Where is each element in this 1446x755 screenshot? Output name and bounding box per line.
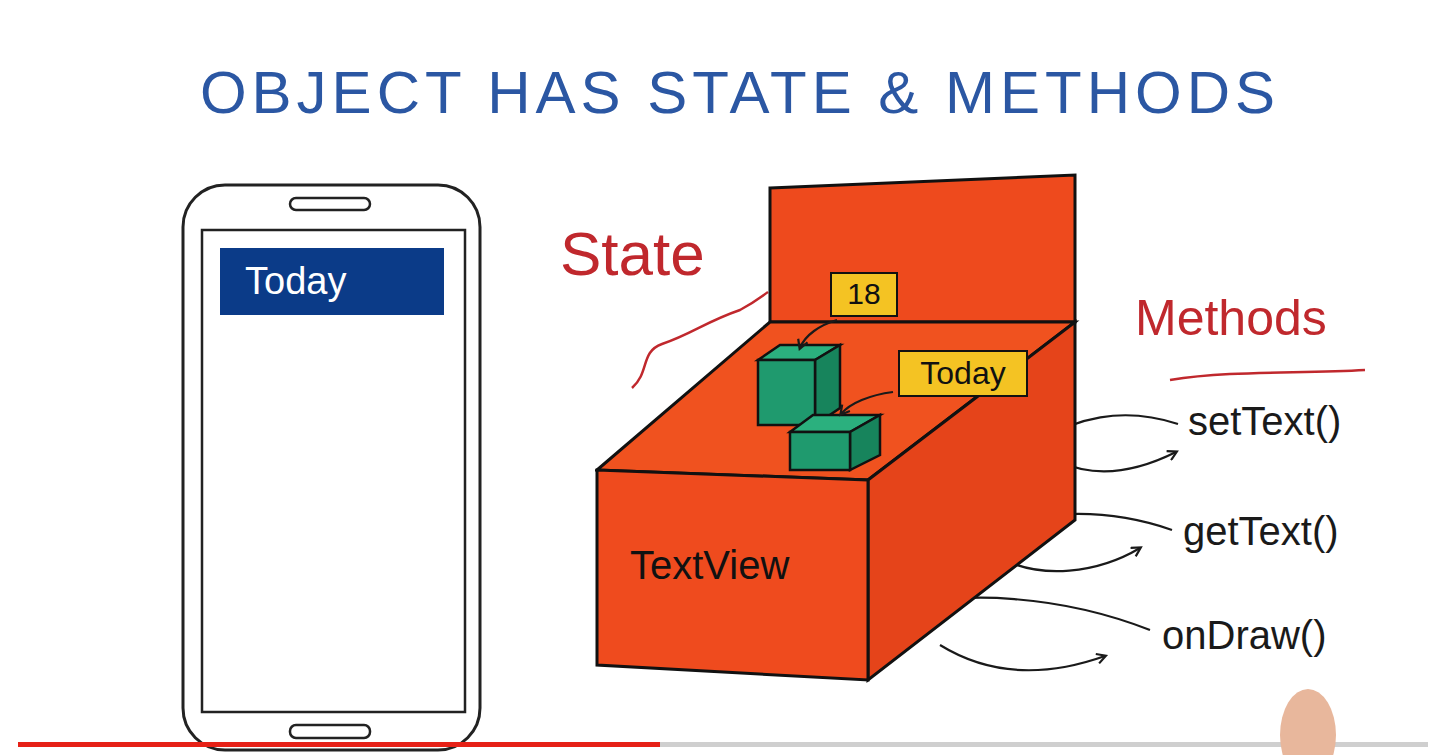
state-tag: Today [898, 350, 1028, 397]
phone-speaker [290, 198, 370, 210]
methods-underline [1170, 370, 1365, 380]
node-text: TextView [630, 542, 789, 588]
pointing-finger [1280, 689, 1336, 755]
text-band: Today [220, 248, 444, 315]
phone-button [290, 725, 370, 738]
phone-body [183, 185, 480, 750]
method-name: setText() [1188, 398, 1341, 444]
method-arrow [1060, 452, 1176, 471]
title: OBJECT HAS STATE & METHODS [140, 58, 1340, 127]
phone-screen [202, 230, 465, 712]
progress-played [18, 742, 660, 747]
node-text: 18 [842, 277, 886, 312]
node-text: Today [910, 355, 1016, 392]
method-name: onDraw() [1162, 612, 1326, 658]
section-label: State [560, 218, 705, 289]
node-text: Today [245, 260, 346, 304]
method-arrow [940, 645, 1105, 670]
method-name: getText() [1183, 508, 1339, 554]
state-tag: 18 [830, 272, 898, 317]
section-label: Methods [1135, 290, 1327, 348]
progress-track [18, 742, 1428, 747]
